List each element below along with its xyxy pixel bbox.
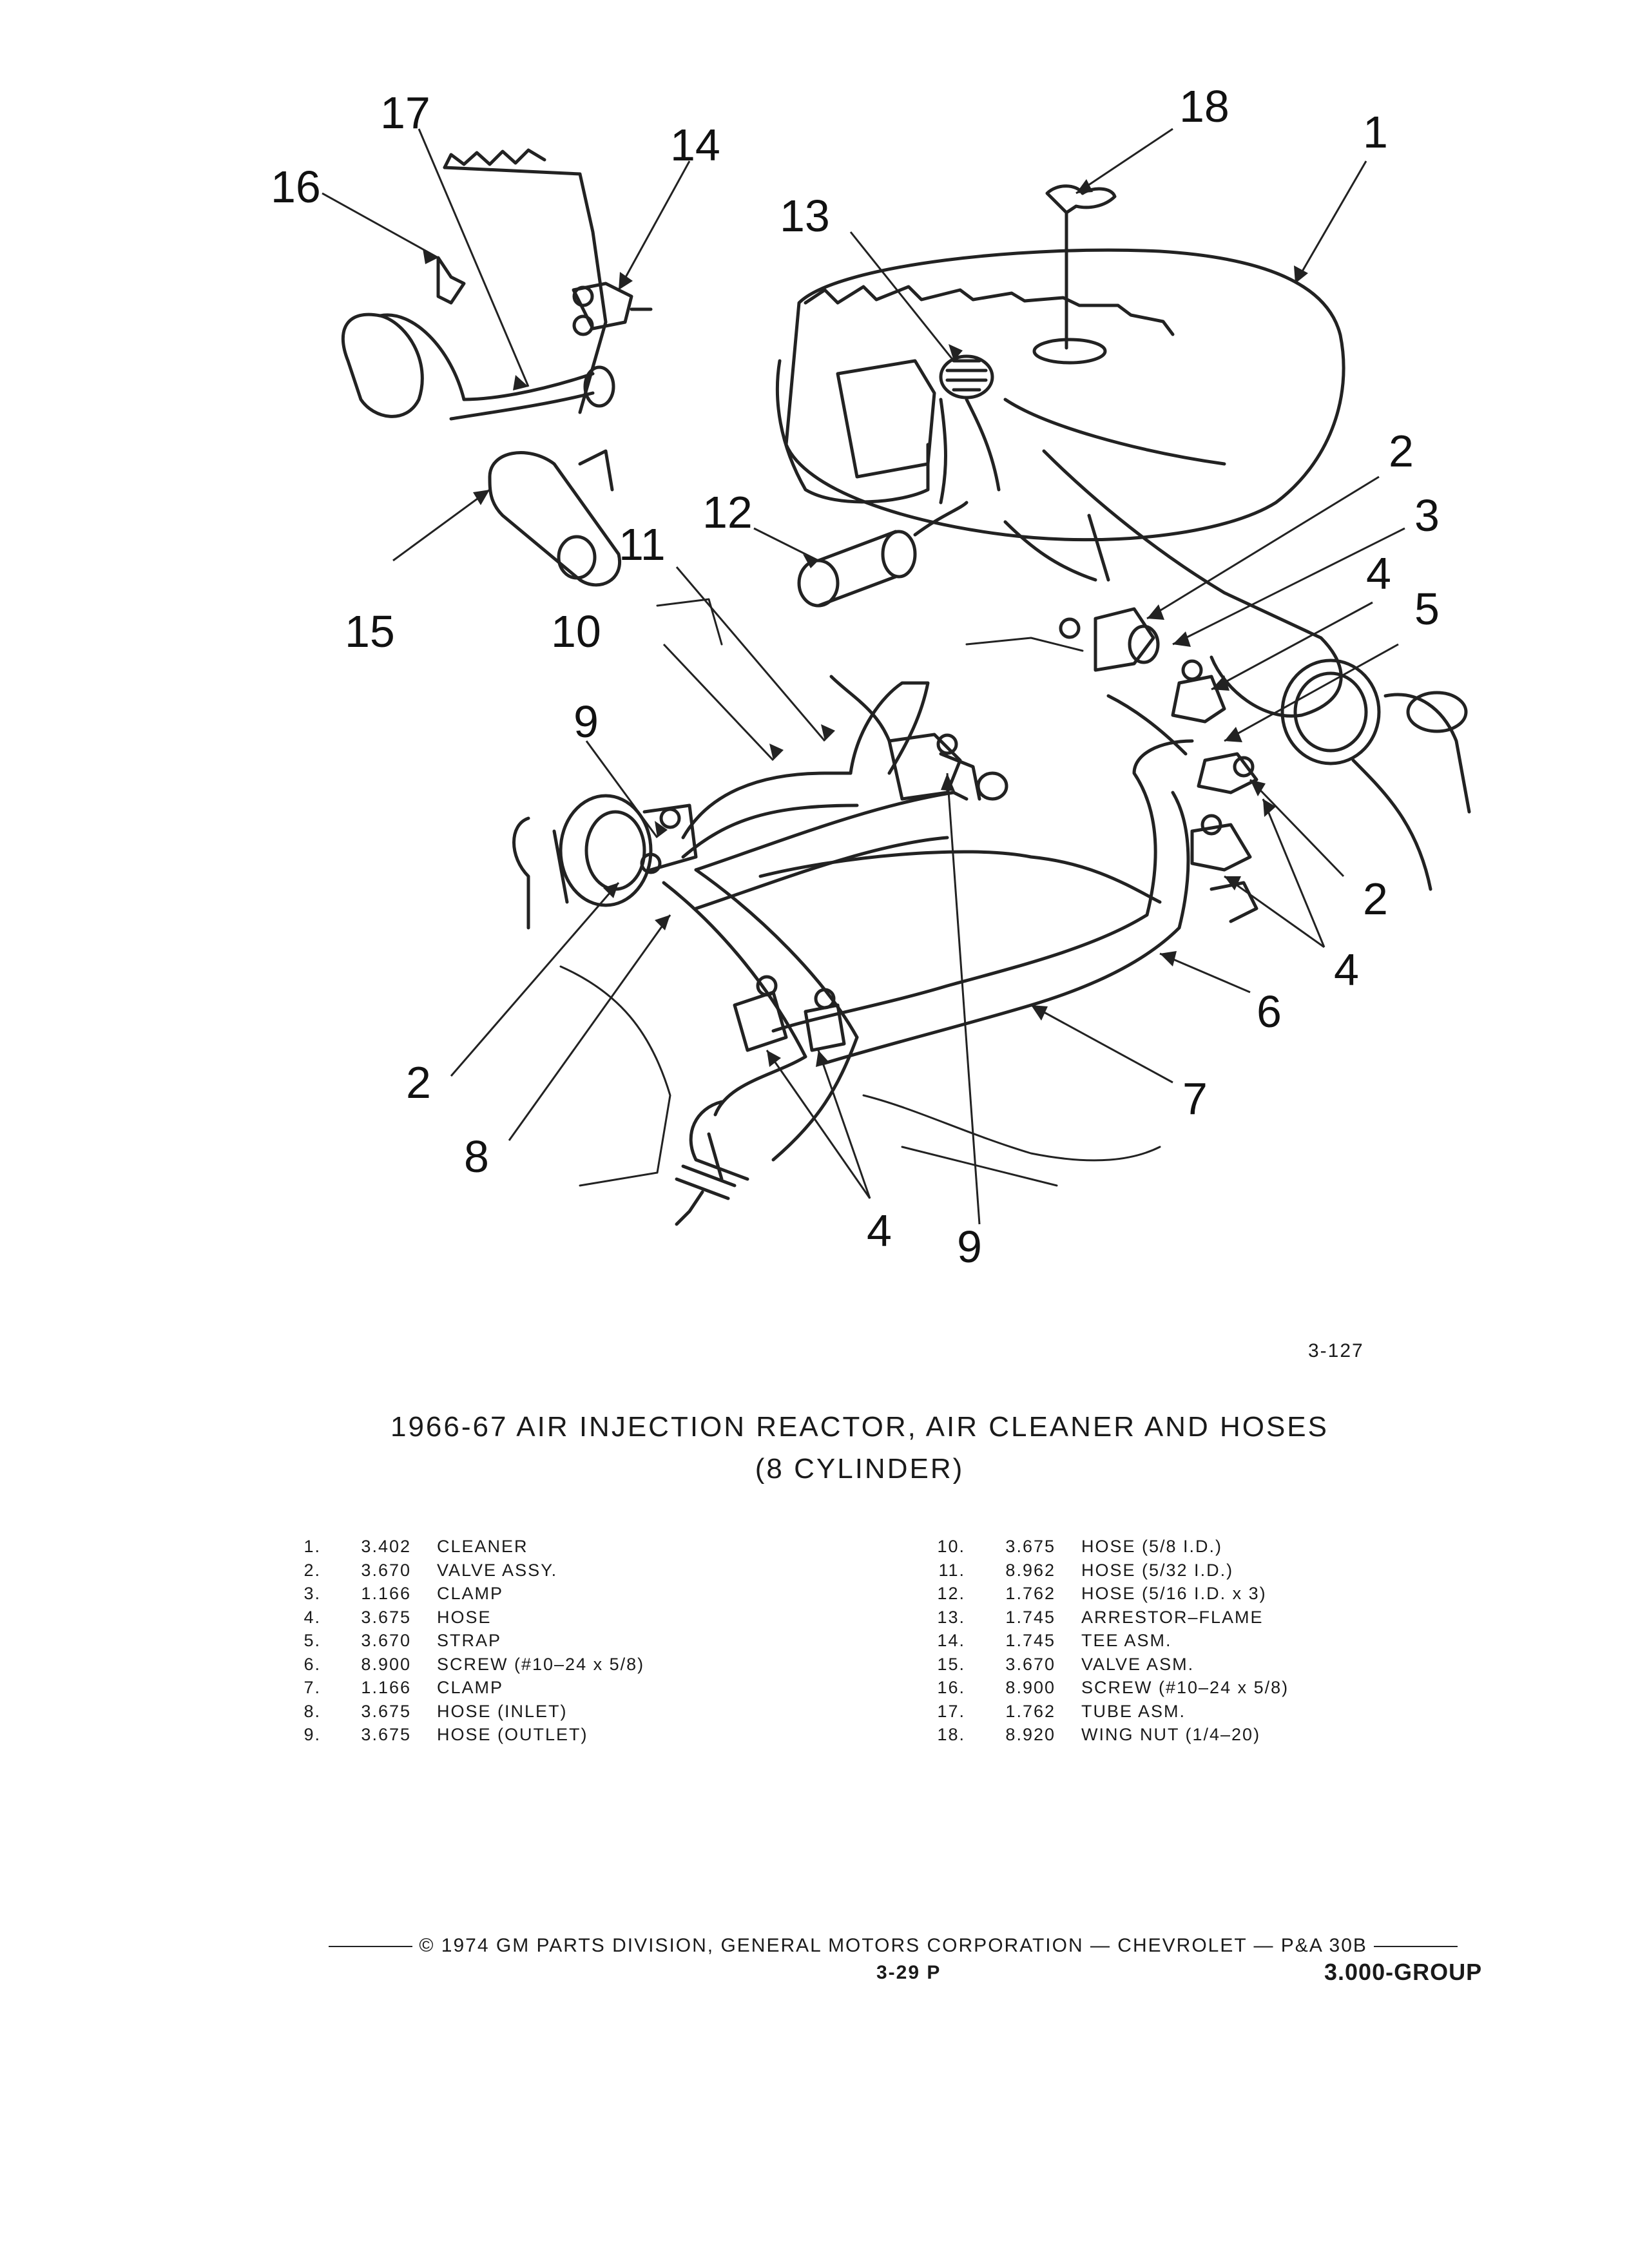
callout-5: 5 [1414,584,1440,634]
leader-lines [322,128,1405,1225]
callout-10: 10 [551,606,601,657]
callout-4-bottom: 4 [867,1206,892,1256]
callout-3: 3 [1414,490,1440,541]
engine-background [559,598,1161,1187]
valve-assembly-left [341,148,653,587]
callout-13: 13 [780,191,830,241]
wing-nut [1045,184,1117,350]
callout-18: 18 [1179,81,1229,131]
page-subtitle: (8 CYLINDER) [755,1453,965,1485]
footer-copyright: © 1974 GM PARTS DIVISION, GENERAL MOTORS… [329,1935,1514,1957]
callout-17: 17 [380,88,430,138]
page-title: 1966-67 AIR INJECTION REACTOR, AIR CLEAN… [390,1411,1329,1443]
main-hoses [662,681,1194,1162]
footer-rule-right [1374,1946,1458,1948]
callout-11: 11 [619,519,666,570]
callout-14: 14 [670,120,720,170]
callout-7: 7 [1182,1073,1208,1124]
exploded-view-diagram [322,128,1471,1226]
callout-12: 12 [702,487,753,537]
callout-16: 16 [271,162,321,212]
arrowheads [423,179,1308,1067]
center-valve [829,675,1008,801]
callout-6: 6 [1257,986,1282,1037]
left-manifold [512,794,698,930]
callout-4-right: 4 [1334,945,1359,995]
callout-2: 2 [1389,426,1414,476]
callout-4: 4 [1366,548,1391,599]
page-number: 3-29 P [876,1962,941,1983]
figure-number: 3-127 [1308,1340,1364,1361]
flame-arrestor [939,354,1001,505]
callout-9-bottom: 9 [957,1222,982,1272]
footer-rule-left [329,1946,412,1948]
callout-2-right: 2 [1363,874,1388,924]
hose-12 [797,501,969,608]
lower-clamp-assembly [675,975,846,1226]
right-valves [1059,607,1471,923]
callout-8: 8 [464,1131,489,1182]
callout-1: 1 [1363,107,1388,157]
callout-9-left: 9 [574,697,599,747]
air-cleaner-housing [775,248,1381,765]
callout-15: 15 [345,606,395,657]
copyright-text: © 1974 GM PARTS DIVISION, GENERAL MOTORS… [419,1935,1367,1956]
callout-2-left: 2 [406,1057,431,1108]
group-label: 3.000-GROUP [1324,1959,1483,1985]
